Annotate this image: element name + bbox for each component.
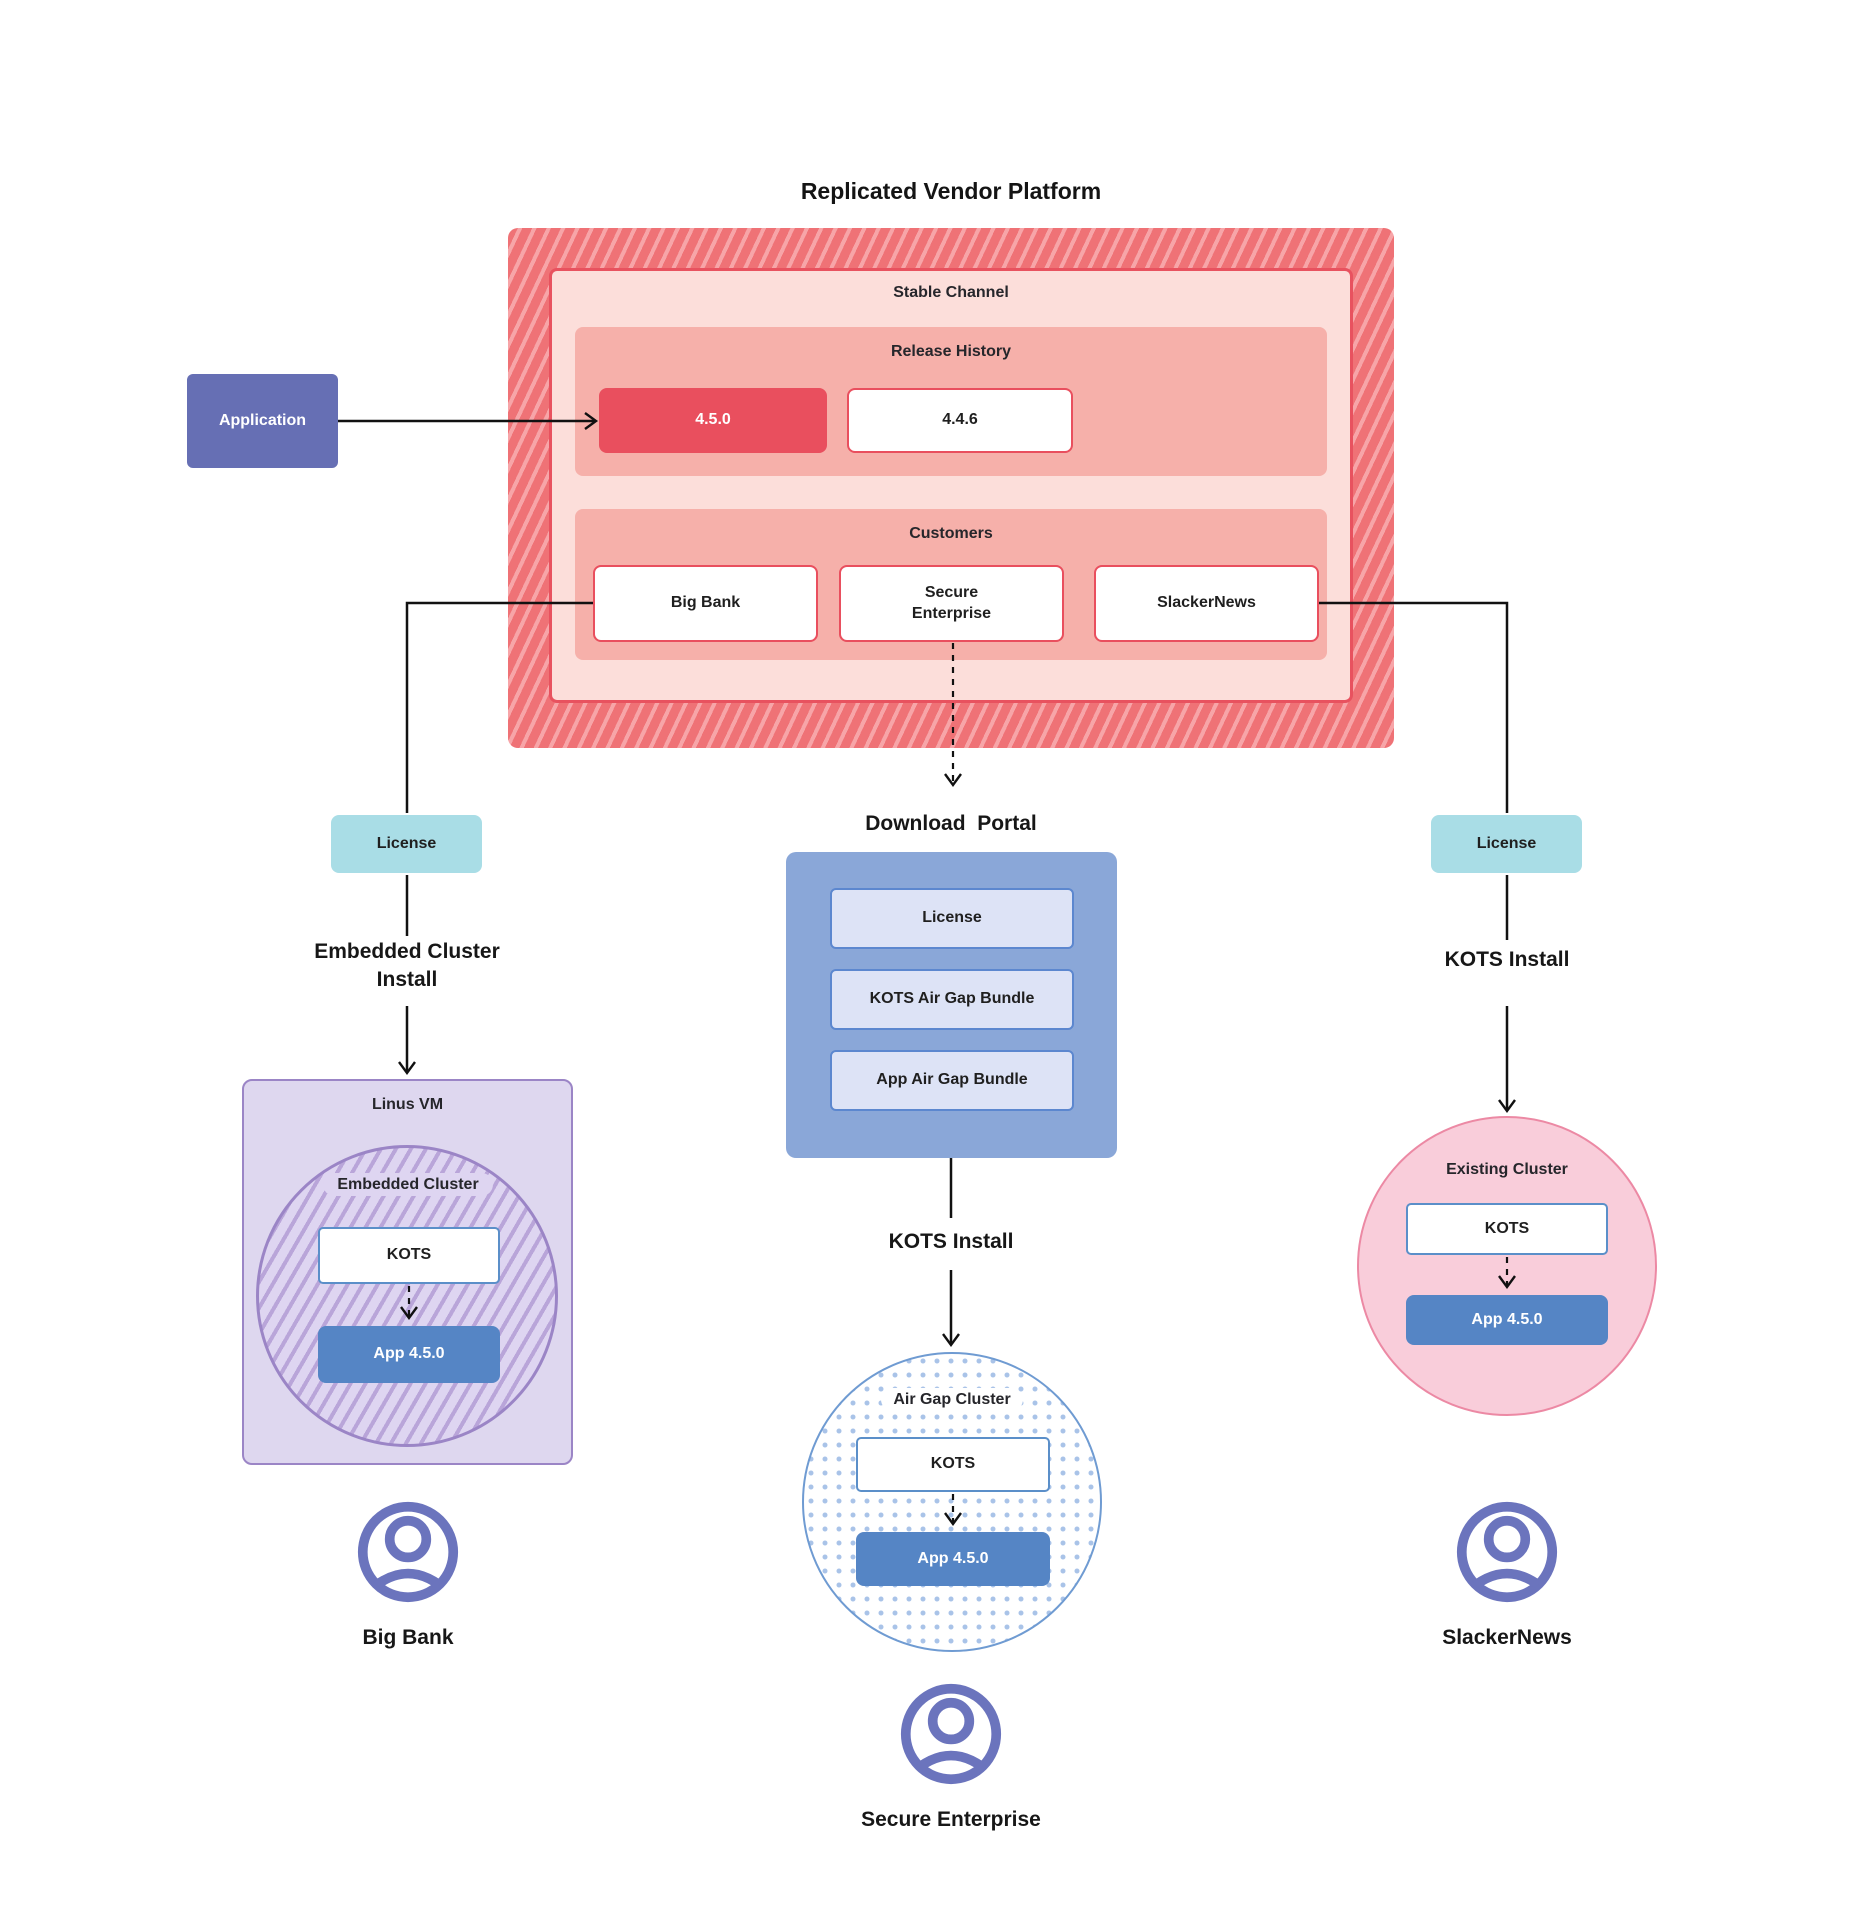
big-bank-user-icon	[352, 1496, 464, 1608]
application-box: Application	[187, 374, 338, 468]
customer-secure-enterprise: Secure Enterprise	[839, 565, 1064, 642]
kots-box-air-gap: KOTS	[856, 1437, 1050, 1492]
app-box-existing: App 4.5.0	[1406, 1295, 1608, 1345]
customers-label: Customers	[909, 525, 993, 542]
embedded-cluster-label: Embedded Cluster	[258, 1173, 558, 1196]
download-portal-label: Download Portal	[865, 812, 1037, 835]
slackernews-footer-label: SlackerNews	[1442, 1626, 1572, 1649]
embedded-cluster-install-label: Embedded Cluster Install	[314, 940, 500, 992]
linus-vm-label: Linus VM	[371, 1096, 444, 1113]
kots-install-label-middle: KOTS Install	[888, 1230, 1014, 1253]
stable-channel-label: Stable Channel	[893, 284, 1009, 301]
air-gap-cluster-label: Air Gap Cluster	[802, 1388, 1102, 1411]
customer-secure-enterprise-label: Secure Enterprise	[911, 583, 992, 622]
app-box-embedded: App 4.5.0	[318, 1326, 500, 1383]
release-version-4-4-6: 4.4.6	[847, 388, 1073, 453]
portal-kots-air-gap-bundle-item: KOTS Air Gap Bundle	[830, 969, 1074, 1030]
kots-box-embedded: KOTS	[318, 1227, 500, 1284]
customer-slackernews: SlackerNews	[1094, 565, 1319, 642]
release-version-4-5-0: 4.5.0	[599, 388, 827, 453]
app-box-air-gap: App 4.5.0	[856, 1532, 1050, 1586]
slackernews-user-icon	[1451, 1496, 1563, 1608]
big-bank-footer-label: Big Bank	[362, 1626, 454, 1649]
kots-install-label-right: KOTS Install	[1444, 948, 1570, 971]
kots-box-existing: KOTS	[1406, 1203, 1608, 1255]
secure-enterprise-footer-label: Secure Enterprise	[861, 1808, 1041, 1831]
portal-license-item: License	[830, 888, 1074, 949]
release-history-label: Release History	[890, 343, 1012, 360]
license-token-big-bank: License	[331, 815, 482, 873]
customer-big-bank: Big Bank	[593, 565, 818, 642]
customer-big-bank-label: Big Bank	[670, 594, 741, 612]
customer-slackernews-label: SlackerNews	[1157, 594, 1256, 612]
license-token-slackernews: License	[1431, 815, 1582, 873]
portal-app-air-gap-bundle-item: App Air Gap Bundle	[830, 1050, 1074, 1111]
existing-cluster-label: Existing Cluster	[1446, 1161, 1568, 1178]
diagram-title: Replicated Vendor Platform	[800, 178, 1102, 204]
secure-enterprise-user-icon	[895, 1678, 1007, 1790]
